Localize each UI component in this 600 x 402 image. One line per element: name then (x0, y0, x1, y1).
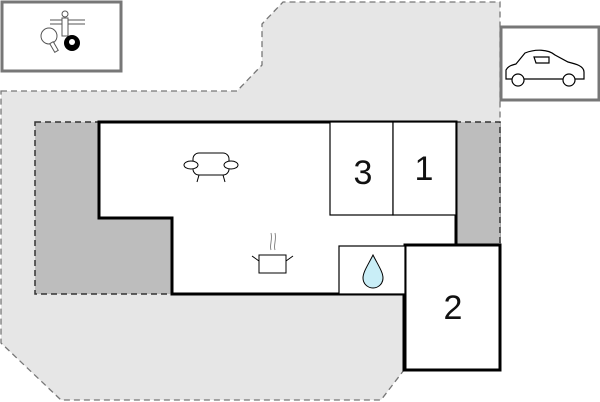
sofa-icon (183, 152, 239, 183)
room-2: 2 (403, 243, 502, 372)
activities-building (0, 0, 123, 73)
parking-area (499, 25, 600, 102)
water-drop-icon (362, 253, 384, 289)
table-tennis-foosball-billiards-icon (40, 10, 85, 54)
room-3-label: 3 (354, 154, 373, 192)
bathroom (338, 245, 406, 295)
room-1: 1 (392, 121, 457, 216)
cooking-pot-icon (251, 232, 294, 274)
room-3: 3 (329, 121, 394, 216)
room-2-label: 2 (444, 289, 463, 327)
room-1-label: 1 (415, 150, 434, 188)
car-icon (505, 49, 585, 87)
